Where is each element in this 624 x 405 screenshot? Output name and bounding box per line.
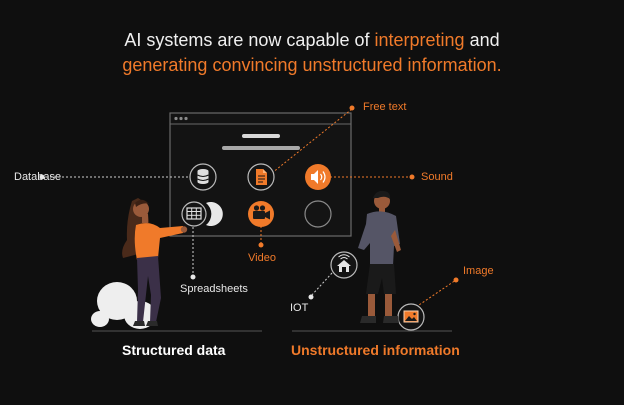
crescent-shape: [206, 201, 223, 227]
headline-accent-interpreting: interpreting: [374, 30, 465, 50]
connector-dot-database: [39, 174, 45, 180]
connector-dot-video: [258, 242, 264, 248]
connector-dot-image: [453, 277, 459, 283]
headline-part-3: and: [464, 30, 500, 50]
label-video: Video: [248, 252, 276, 264]
document-icon: [247, 163, 275, 191]
label-sound: Sound: [421, 171, 453, 183]
window-title-bar: [242, 134, 280, 138]
person-woman-illustration: [91, 198, 188, 329]
connector-dot-iot: [308, 294, 314, 300]
empty-circle-icon: [304, 200, 332, 228]
caption-unstructured-information: Unstructured information: [291, 342, 460, 358]
headline-accent-generating: generating convincing unstructured infor…: [122, 55, 502, 75]
person-man-illustration: [358, 190, 401, 323]
image-icon: [397, 303, 425, 331]
connector-iot: [310, 272, 333, 297]
spreadsheet-icon: [181, 201, 207, 227]
window-subtitle-bar: [222, 146, 300, 150]
headline-part-1: AI systems are now capable of: [124, 30, 375, 50]
label-free-text: Free text: [363, 101, 407, 113]
label-image: Image: [463, 265, 494, 277]
connector-image: [415, 279, 457, 308]
label-iot: IOT: [290, 302, 309, 314]
video-camera-icon: [248, 201, 274, 227]
home-wifi-icon: [330, 251, 358, 279]
database-icon: [189, 163, 217, 191]
connector-dot-spreadsheets: [190, 274, 196, 280]
connector-free-text: [271, 108, 353, 174]
connector-dot-free-text: [349, 105, 355, 111]
headline: AI systems are now capable of interpreti…: [40, 28, 584, 78]
speaker-icon: [305, 164, 331, 190]
connector-dot-sound: [409, 174, 415, 180]
label-spreadsheets: Spreadsheets: [180, 283, 248, 295]
label-database: Database: [14, 171, 62, 183]
caption-structured-data: Structured data: [122, 342, 226, 358]
